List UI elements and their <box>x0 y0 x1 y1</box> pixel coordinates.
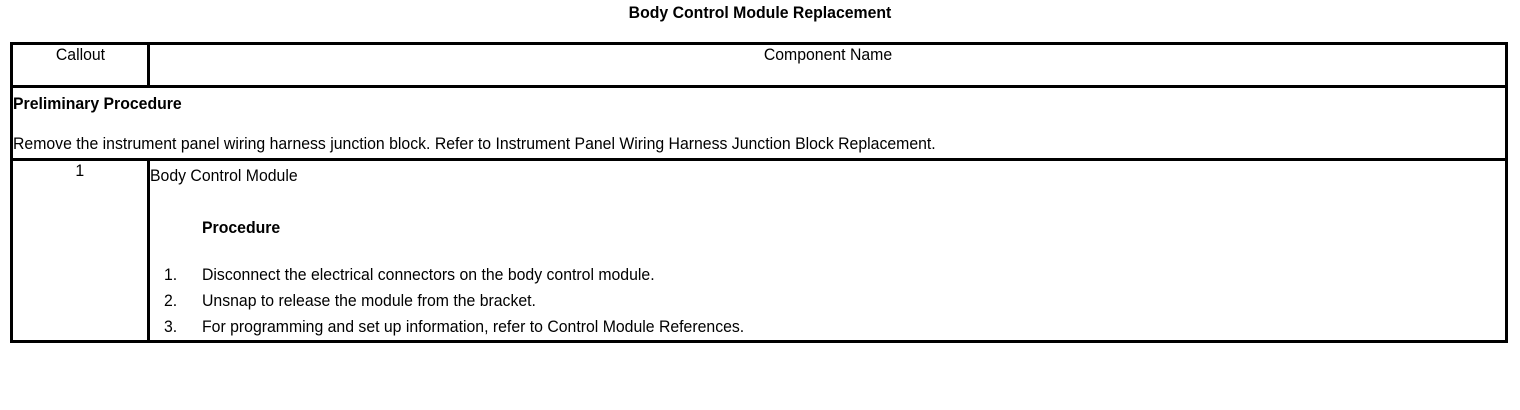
column-header-callout: Callout <box>10 42 150 88</box>
step-number: 1. <box>164 265 178 284</box>
procedure-step-list: 1. Disconnect the electrical connectors o… <box>150 262 1505 340</box>
preliminary-procedure-cell: Preliminary Procedure Remove the instrum… <box>10 85 1508 161</box>
step-number: 3. <box>164 317 178 336</box>
procedure-heading: Procedure <box>202 218 281 237</box>
column-header-component-name-label: Component Name <box>763 45 892 64</box>
preliminary-procedure-text: Remove the instrument panel wiring harne… <box>13 134 936 153</box>
column-header-callout-label: Callout <box>55 45 105 64</box>
step-number: 2. <box>164 291 178 310</box>
callout-number: 1 <box>75 161 85 180</box>
list-item: 1. Disconnect the electrical connectors o… <box>164 262 1505 288</box>
step-text: Disconnect the electrical connectors on … <box>202 265 655 284</box>
list-item: 2. Unsnap to release the module from the … <box>164 288 1505 314</box>
list-item: 3. For programming and set up information… <box>164 314 1505 340</box>
procedure-table: Callout Component Name Preliminary Proce… <box>10 42 1508 343</box>
preliminary-procedure-heading: Preliminary Procedure <box>13 94 182 113</box>
page-title: Body Control Module Replacement <box>628 3 892 22</box>
preliminary-spacer <box>13 118 1505 130</box>
callout-number-cell: 1 <box>10 158 150 343</box>
component-name: Body Control Module <box>150 166 298 185</box>
step-text: For programming and set up information, … <box>202 317 745 336</box>
step-text: Unsnap to release the module from the br… <box>202 291 536 310</box>
table-header-row: Callout Component Name <box>10 42 1508 88</box>
component-description-cell: Body Control Module Procedure 1. Disconne… <box>147 158 1508 343</box>
table-row: 1 Body Control Module Procedure 1. Discon… <box>10 158 1508 343</box>
preliminary-procedure-row: Preliminary Procedure Remove the instrum… <box>10 85 1508 161</box>
column-header-component-name: Component Name <box>147 42 1508 88</box>
